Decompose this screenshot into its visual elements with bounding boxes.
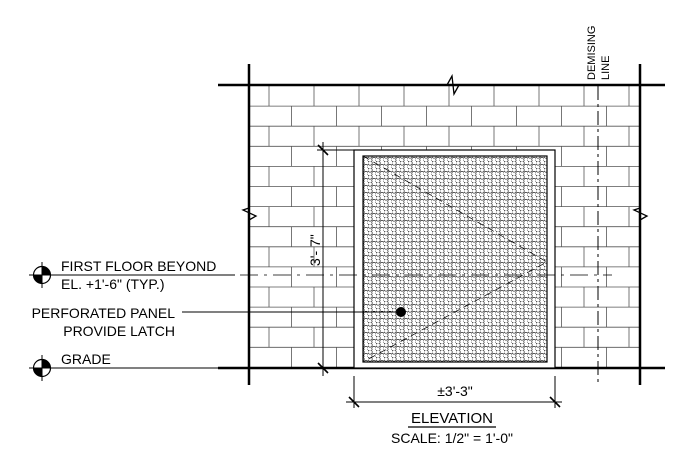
width-dimension-label: ±3'-3" [437,383,473,399]
first-floor-elevation: EL. +1'-6" (TYP.) [61,276,164,292]
demising-line: DEMISING LINE [586,26,612,385]
panel-leader [182,307,406,317]
width-dimension [346,376,562,408]
first-floor-marker-icon [29,262,55,288]
height-dimension [317,142,360,376]
grade-marker-icon [29,355,55,381]
demising-line-label-2: LINE [600,56,612,80]
grade-label: GRADE [61,351,111,367]
scale-note: SCALE: 1/2" = 1'-0" [391,430,513,446]
height-dimension-label: 3'- 7" [307,234,323,266]
demising-line-label: DEMISING [586,26,598,80]
first-floor-label: FIRST FLOOR BEYOND [61,258,216,274]
view-title: ELEVATION [411,410,493,427]
break-symbols [241,73,649,221]
panel-callout-line-1: PERFORATED PANEL [32,305,176,321]
panel-callout-line-2: PROVIDE LATCH [63,323,175,339]
perforated-panel [353,149,556,369]
